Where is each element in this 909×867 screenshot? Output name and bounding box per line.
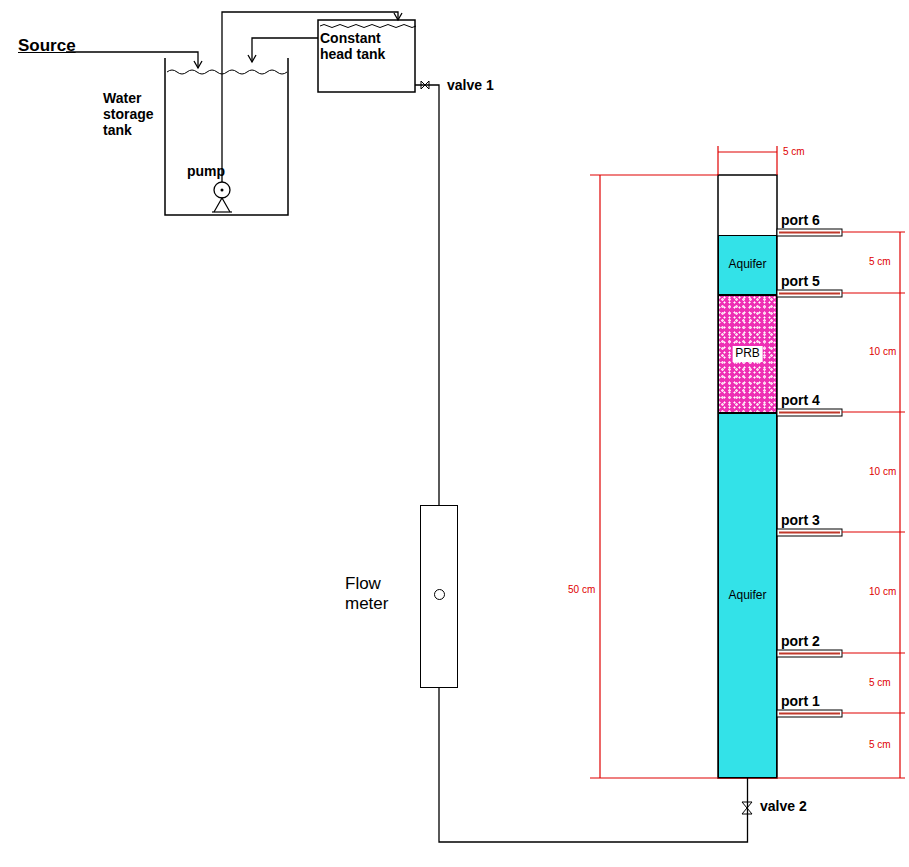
aquifer-layer: Aquifer — [718, 413, 777, 778]
node-label: Aquifer — [719, 589, 776, 603]
water-surface — [320, 25, 416, 28]
node-label: Constant head tank — [320, 30, 413, 62]
pipe-connector — [252, 38, 318, 62]
pipe-connector — [439, 688, 748, 842]
storage-tank-wall — [165, 58, 288, 215]
node-label: PRB — [732, 346, 763, 362]
node-label: Water storage tank — [103, 90, 161, 138]
pump-stand — [212, 211, 232, 212]
aquifer-layer: Aquifer — [718, 235, 777, 295]
node-label: pump — [187, 163, 237, 179]
port-label: port 2 — [781, 634, 820, 649]
sampling-ports — [777, 229, 842, 717]
port-label: port 5 — [781, 274, 820, 289]
valve-label: valve 2 — [760, 799, 807, 814]
dimension-label: 10 cm — [868, 466, 897, 477]
constant-head-tank-wall — [318, 20, 415, 92]
flow-meter: Flow meter — [420, 505, 458, 688]
column-outline — [718, 175, 777, 778]
port-label: port 3 — [781, 513, 820, 528]
source-line — [66, 52, 198, 68]
dimension-label: 5 cm — [868, 677, 892, 688]
port-label: port 6 — [781, 213, 820, 228]
port-label: port 1 — [781, 694, 820, 709]
port-label: port 4 — [781, 393, 820, 408]
dimension-lines — [590, 146, 905, 778]
pump-symbol — [221, 189, 224, 192]
constant-head-tank: Constant head tank — [318, 20, 415, 92]
node-label: Flow meter — [345, 574, 415, 613]
storage-tank: Water storage tankpump — [165, 62, 288, 215]
dimension-label: 50 cm — [567, 584, 596, 595]
pipe-connector — [415, 85, 439, 505]
dimension-label: 10 cm — [868, 346, 897, 357]
dimension-label: 5 cm — [782, 146, 806, 157]
prb-layer: PRB — [718, 295, 777, 413]
source-label: Source — [18, 37, 76, 56]
water-surface — [167, 70, 287, 74]
node-label: Aquifer — [719, 258, 776, 272]
dimension-label: 5 cm — [868, 739, 892, 750]
dimension-label: 5 cm — [868, 256, 892, 267]
valve-label: valve 1 — [447, 78, 494, 93]
pump-symbol — [214, 182, 230, 198]
pump-stand — [214, 198, 230, 212]
dimension-label: 10 cm — [868, 586, 897, 597]
flow-meter-float — [434, 589, 445, 600]
